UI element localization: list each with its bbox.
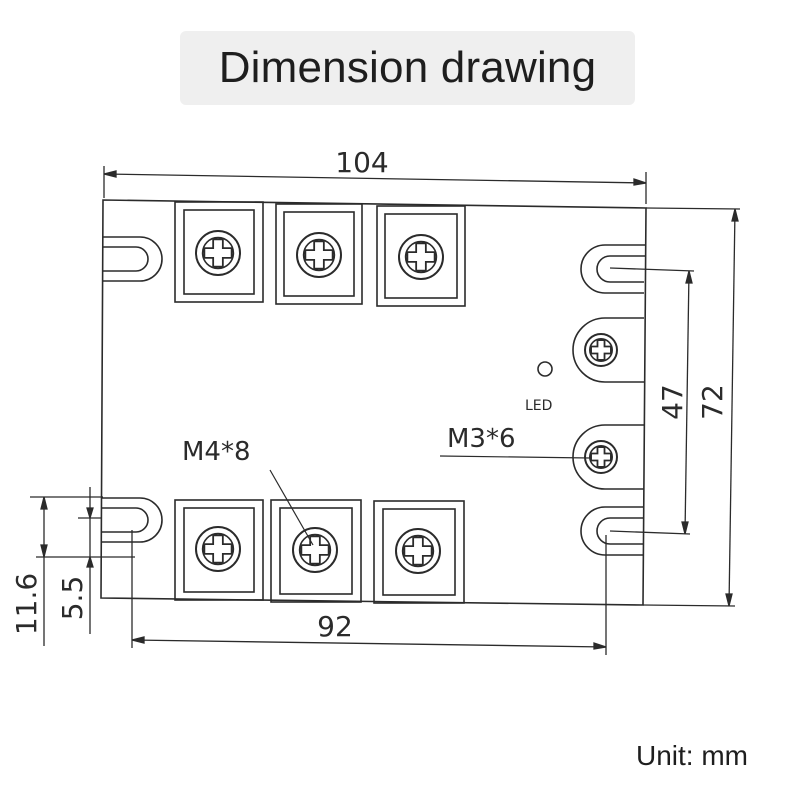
top-terminals xyxy=(174,201,466,307)
label-mounting-width: 92 xyxy=(317,610,353,643)
dim-mounting-height xyxy=(609,267,695,535)
mounting-slot-bottom-right-inner xyxy=(596,517,643,545)
label-slot-offset: 5.5 xyxy=(56,576,89,621)
leader-m3 xyxy=(439,455,591,459)
screw-bottom-2-icon xyxy=(292,527,338,573)
title-banner: Dimension drawing xyxy=(180,31,635,105)
screw-icons xyxy=(195,230,618,574)
mounting-slot-bottom-right xyxy=(580,506,643,556)
screw-control-1-icon xyxy=(584,333,618,367)
label-edge-offset: 11.6 xyxy=(10,573,43,635)
mounting-slot-top-right xyxy=(580,244,645,294)
dim-left-offsets xyxy=(30,487,135,646)
label-main-screw: M4*8 xyxy=(182,437,251,467)
screw-top-1-icon xyxy=(195,230,241,276)
mounting-slot-top-right-inner xyxy=(596,255,645,283)
dim-overall-width xyxy=(103,166,647,204)
mounting-slot-top-left-inner xyxy=(103,246,149,272)
mounting-slot-bottom-left-inner xyxy=(101,507,149,533)
control-terminal-upper-housing xyxy=(572,317,644,383)
dim-mounting-width xyxy=(131,530,607,655)
screw-top-2-icon xyxy=(296,232,342,278)
dim-overall-height xyxy=(642,207,741,607)
label-overall-width: 104 xyxy=(335,146,388,179)
led-indicator xyxy=(537,361,553,377)
label-mounting-height: 47 xyxy=(656,384,689,420)
mounting-slot-bottom-left xyxy=(101,497,163,543)
screw-bottom-1-icon xyxy=(195,526,241,572)
label-control-screw: M3*6 xyxy=(447,424,516,454)
screw-bottom-3-icon xyxy=(395,528,441,574)
mounting-slot-top-left xyxy=(103,236,163,282)
unit-label: Unit: mm xyxy=(636,740,748,771)
screw-top-3-icon xyxy=(398,234,444,280)
control-terminal-lower-housing xyxy=(572,424,644,490)
label-overall-height: 72 xyxy=(696,384,729,420)
screw-control-2-icon xyxy=(584,440,618,474)
page-title: Dimension drawing xyxy=(218,43,597,92)
leader-m4 xyxy=(269,469,314,546)
bottom-terminals xyxy=(174,499,465,604)
label-led: LED xyxy=(525,398,552,414)
